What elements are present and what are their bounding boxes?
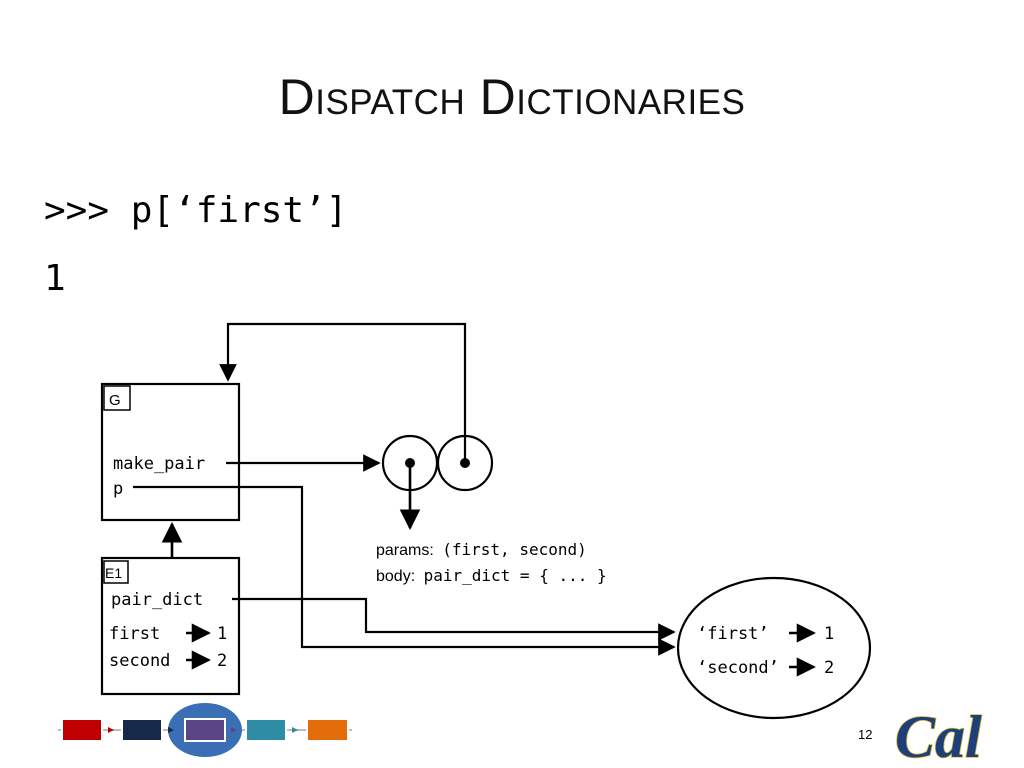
function-parent-arrow [219,322,467,463]
p-arrow [133,485,676,656]
binding-second-name: second [109,651,170,671]
binding-second-value: 2 [217,651,227,671]
nav-arrow-4 [292,727,298,733]
pair-dict-arrow [232,597,676,641]
params-value: (first, second) [442,540,587,559]
code-prompt: >>> p[‘first’] [44,190,348,231]
code-result: 1 [44,258,66,299]
dict-ellipse [676,576,872,720]
nav-arrow-2 [168,727,174,733]
global-frame-label: G [109,392,121,409]
slide-title: Dispatch Dictionaries [278,69,746,125]
function-object [381,434,494,492]
binding-make-pair-name: make_pair [113,454,205,474]
dict-value-second: 2 [824,658,834,678]
e1-frame-box [100,556,241,696]
nav-item-1[interactable] [61,718,103,742]
body-label: body: [376,568,415,585]
function-params: params: (first, second) [376,540,587,559]
dict-key-second: ‘second’ [697,658,779,678]
params-label: params: [376,542,434,559]
binding-first-value: 1 [217,624,227,644]
e1-frame: E1 pair_dict first 1 second 2 [100,556,241,696]
nav-item-3[interactable] [184,718,226,742]
binding-pair-dict-name: pair_dict [111,590,203,610]
cal-logo: Cal [894,703,983,768]
page-number: 12 [858,727,873,742]
nav-item-2[interactable] [121,718,163,742]
nav-bar [58,703,352,757]
binding-first-name: first [109,624,160,644]
function-body: body: pair_dict = { ... } [376,566,607,585]
nav-item-5[interactable] [306,718,349,742]
body-value: pair_dict = { ... } [424,566,607,585]
e1-frame-label: E1 [105,565,122,581]
nav-item-4[interactable] [245,718,287,742]
e1-frame-label-box [103,560,129,584]
global-frame-label-box [103,385,131,411]
global-frame-box [100,382,241,522]
dict-object: ‘first’ 1 ‘second’ 2 [676,576,872,720]
dict-value-first: 1 [824,624,834,644]
global-frame: G make_pair p [100,382,241,522]
nav-arrow-3 [231,727,237,733]
dict-key-first: ‘first’ [697,624,769,644]
binding-p-name: p [113,479,123,499]
nav-arrow-1 [108,727,114,733]
cal-logo-text: Cal [895,704,982,768]
